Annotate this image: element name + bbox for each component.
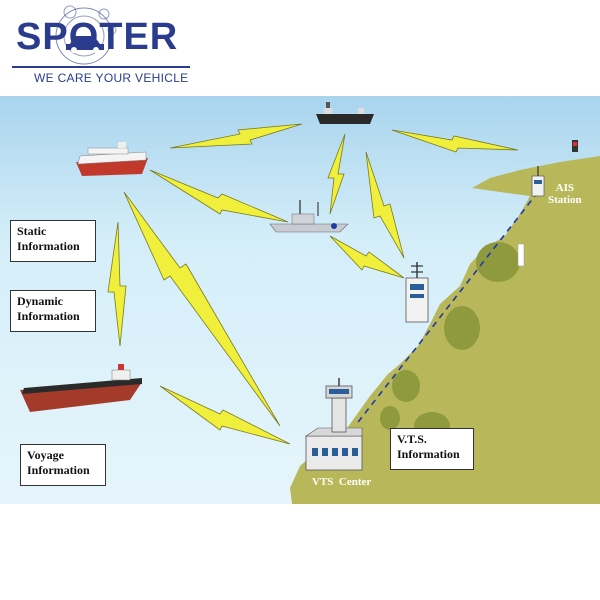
lighthouse-small	[572, 140, 578, 152]
ship-patrol	[269, 200, 349, 233]
dynamic-info-line1: Dynamic	[17, 294, 63, 308]
vts-information-box: V.T.S. Information	[390, 428, 474, 470]
ais-label-line1: AIS	[555, 182, 574, 194]
static-info-line1: Static	[17, 224, 47, 238]
logo-gear-decoration	[55, 5, 117, 65]
coastline-land	[290, 156, 600, 504]
vts-info-line1: V.T.S.	[397, 432, 427, 446]
bolt-tanker-to-ais	[391, 129, 519, 153]
voyage-info-line2: Information	[27, 463, 90, 477]
vts-info-line2: Information	[397, 447, 460, 461]
ais-vts-diagram: Static Information Dynamic Information V…	[0, 96, 600, 504]
ship-tanker-top	[316, 102, 374, 124]
spoter-logo: SPOTER WE CARE YOUR VEHICLE	[0, 0, 200, 92]
dynamic-information-box: Dynamic Information	[10, 290, 96, 332]
ais-station-building	[531, 166, 545, 197]
bolt-ferry-to-patrol	[149, 169, 289, 223]
bolt-static-to-dynamic	[107, 221, 127, 347]
car-icon	[66, 36, 104, 53]
static-info-line2: Information	[17, 239, 80, 253]
static-information-box: Static Information	[10, 220, 96, 262]
ais-link-dashed-line	[354, 191, 539, 427]
ais-label-line2: Station	[548, 194, 582, 206]
logo-brand-name: SPOTER	[16, 16, 179, 58]
bolt-patrol-to-tower	[329, 235, 405, 279]
voyage-information-box: Voyage Information	[20, 444, 106, 486]
bolt-ferry-to-vts	[123, 191, 281, 427]
ais-station-label: AIS Station	[548, 182, 582, 206]
voyage-info-line1: Voyage	[27, 448, 64, 462]
logo-divider	[12, 66, 190, 68]
logo-tagline: WE CARE YOUR VEHICLE	[34, 71, 189, 85]
shore-marker	[517, 243, 525, 267]
ship-ferry	[76, 142, 148, 176]
radio-links	[107, 123, 519, 445]
bolt-tanker-to-vts	[159, 385, 291, 445]
bolt-tanker-to-tower	[365, 151, 405, 259]
vts-center-label: VTS Center	[312, 476, 372, 488]
tower-base-station	[405, 262, 429, 323]
bolt-tanker-to-patrol	[327, 133, 346, 215]
dynamic-info-line2: Information	[17, 309, 80, 323]
ship-tanker-bottom	[20, 364, 142, 412]
vts-center-building	[305, 378, 363, 471]
bolt-ferry-to-tanker	[169, 123, 303, 149]
